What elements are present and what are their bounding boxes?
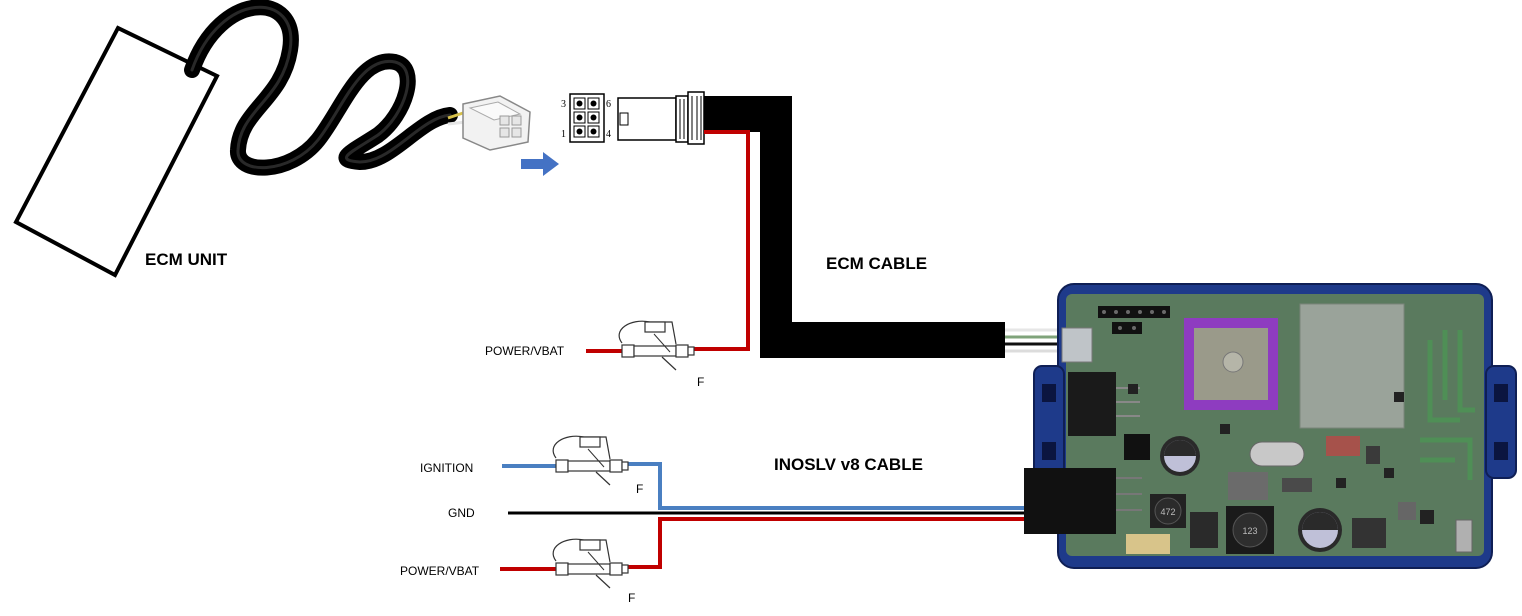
inductor-472-mark: 472	[1160, 507, 1175, 517]
fuse-ignition-label: F	[636, 482, 643, 496]
ecm-power-wire	[586, 130, 750, 353]
pin-6-label: 6	[606, 99, 611, 110]
fuse-holder-top	[618, 320, 695, 371]
ecm-unit-label: ECM UNIT	[145, 250, 228, 269]
ecm-cable	[704, 96, 1058, 358]
pin-3-label: 3	[561, 99, 566, 110]
inoslv-connector	[1024, 468, 1116, 534]
ecm-cable-connector	[617, 91, 705, 145]
connect-arrow-icon	[521, 152, 559, 176]
pin-4-label: 4	[606, 129, 611, 140]
inoslv-cable-label: INOSLV v8 CABLE	[774, 455, 923, 474]
pin-1-label: 1	[561, 129, 566, 140]
gnd-label: GND	[448, 506, 475, 520]
inoslv-cable	[500, 462, 1028, 571]
ecm-cable-label: ECM CABLE	[826, 254, 927, 273]
fuse-bottom-label: F	[628, 591, 635, 605]
inoslv-device: 472 123	[1024, 283, 1517, 569]
ignition-label: IGNITION	[420, 461, 473, 475]
power-vbat-bottom-label: POWER/VBAT	[400, 564, 480, 578]
connector-pinout: 3 6 1 4	[561, 93, 611, 143]
ecm-plug	[462, 95, 531, 151]
ecm-unit-cable	[184, 0, 467, 176]
fuse-holder-ignition	[552, 435, 629, 486]
gsm-module	[1299, 303, 1405, 429]
inductor-123-mark: 123	[1242, 526, 1257, 536]
fuse-top-label: F	[697, 375, 704, 389]
ecm-unit-body	[13, 25, 220, 278]
power-vbat-top-label: POWER/VBAT	[485, 344, 565, 358]
fuse-holder-bottom	[552, 538, 629, 589]
ecm-unit	[13, 25, 220, 278]
